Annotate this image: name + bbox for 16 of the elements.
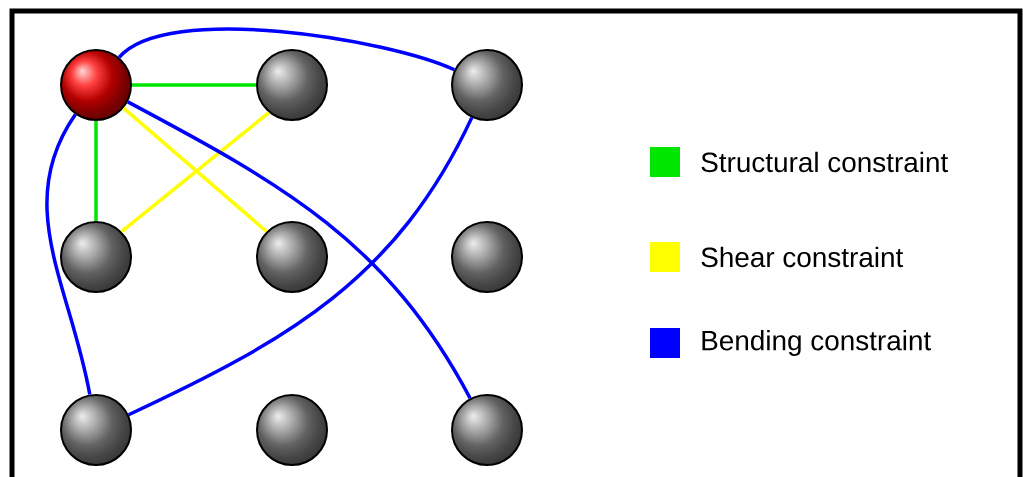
constraint-line [45, 113, 92, 395]
ball [256, 394, 328, 466]
ball [256, 221, 328, 293]
ball [451, 221, 523, 293]
ball [451, 394, 523, 466]
constraint-line [132, 83, 256, 87]
ball [451, 49, 523, 121]
constraint-line [118, 27, 456, 72]
ball [256, 49, 328, 121]
constraint-line [94, 121, 98, 221]
legend-label: Bending constraint [702, 330, 931, 356]
ball [60, 221, 132, 293]
legend-label: Shear constraint [701, 246, 904, 268]
ball [60, 49, 132, 121]
legend-label: Structural constraint [701, 151, 948, 173]
ball [60, 394, 132, 466]
